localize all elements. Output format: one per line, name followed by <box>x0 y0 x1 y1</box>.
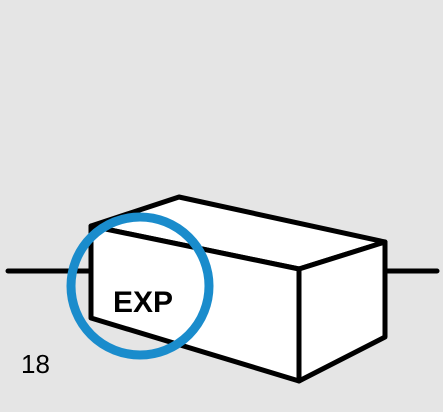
component-label: EXP <box>113 286 173 319</box>
component-side-face <box>296 239 388 384</box>
highlight-circle <box>66 212 214 360</box>
step-number: 18 <box>21 349 50 379</box>
